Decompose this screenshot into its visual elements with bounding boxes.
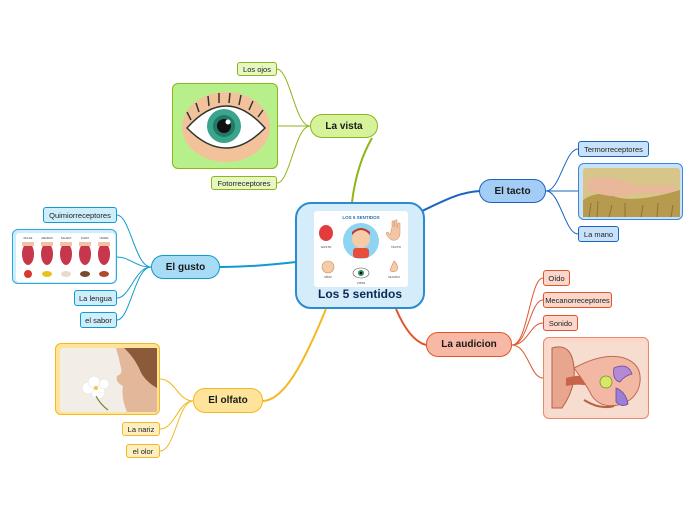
- taste-label-dulce: DULCE: [24, 236, 33, 240]
- taste-label-salado: SALADO: [61, 236, 72, 240]
- subtopic-los-ojos[interactable]: Los ojos: [237, 62, 277, 76]
- subtopic-sonido[interactable]: Sonido: [543, 315, 578, 331]
- subtopic-fotorreceptores[interactable]: Fotorreceptores: [211, 176, 277, 190]
- topic-el-gusto[interactable]: El gusto: [151, 255, 220, 279]
- taste-label-amargo: AMARGO: [41, 236, 53, 240]
- subtopic-la-lengua[interactable]: La lengua: [74, 290, 117, 306]
- subtopic-el-sabor[interactable]: el sabor: [80, 312, 117, 328]
- eye-image: [172, 83, 278, 169]
- tongue-tastes-image: DULCE AMARGO SALADO ÁCIDO UMAMI: [12, 229, 117, 284]
- illustration-label-oido: OÍDO: [324, 275, 332, 279]
- senses-illustration: LOS 5 SENTIDOS GUSTO TACTO OÍDO OLFATO V…: [314, 211, 408, 287]
- taste-label-acido: ÁCIDO: [81, 236, 89, 240]
- taste-label-umami: UMAMI: [100, 236, 109, 240]
- topic-el-tacto[interactable]: El tacto: [479, 179, 546, 203]
- subtopic-el-olor[interactable]: el olor: [126, 444, 160, 458]
- illustration-title: LOS 5 SENTIDOS: [342, 215, 379, 220]
- subtopic-oido[interactable]: Oído: [543, 270, 570, 286]
- central-topic[interactable]: LOS 5 SENTIDOS GUSTO TACTO OÍDO OLFATO V…: [295, 202, 425, 309]
- illustration-label-olfato: OLFATO: [388, 275, 400, 279]
- illustration-label-tacto: TACTO: [391, 245, 402, 249]
- hand-in-field-image: [578, 163, 683, 220]
- subtopic-la-mano[interactable]: La mano: [578, 226, 619, 242]
- subtopic-la-nariz[interactable]: La nariz: [122, 422, 160, 436]
- subtopic-mecanorreceptores[interactable]: Mecanorreceptores: [543, 292, 612, 308]
- central-topic-title: Los 5 sentidos: [317, 287, 403, 301]
- ear-anatomy-image: [543, 337, 649, 419]
- illustration-label-gusto: GUSTO: [321, 245, 332, 249]
- topic-la-audicion[interactable]: La audicion: [426, 332, 512, 357]
- topic-la-vista[interactable]: La vista: [310, 114, 378, 138]
- illustration-label-vista: VISTA: [357, 281, 365, 285]
- woman-smelling-flower-image: [55, 343, 160, 415]
- topic-el-olfato[interactable]: El olfato: [193, 388, 263, 413]
- subtopic-termorreceptores[interactable]: Termorreceptores: [578, 141, 649, 157]
- subtopic-quimiorreceptores[interactable]: Quimiorreceptores: [43, 207, 117, 223]
